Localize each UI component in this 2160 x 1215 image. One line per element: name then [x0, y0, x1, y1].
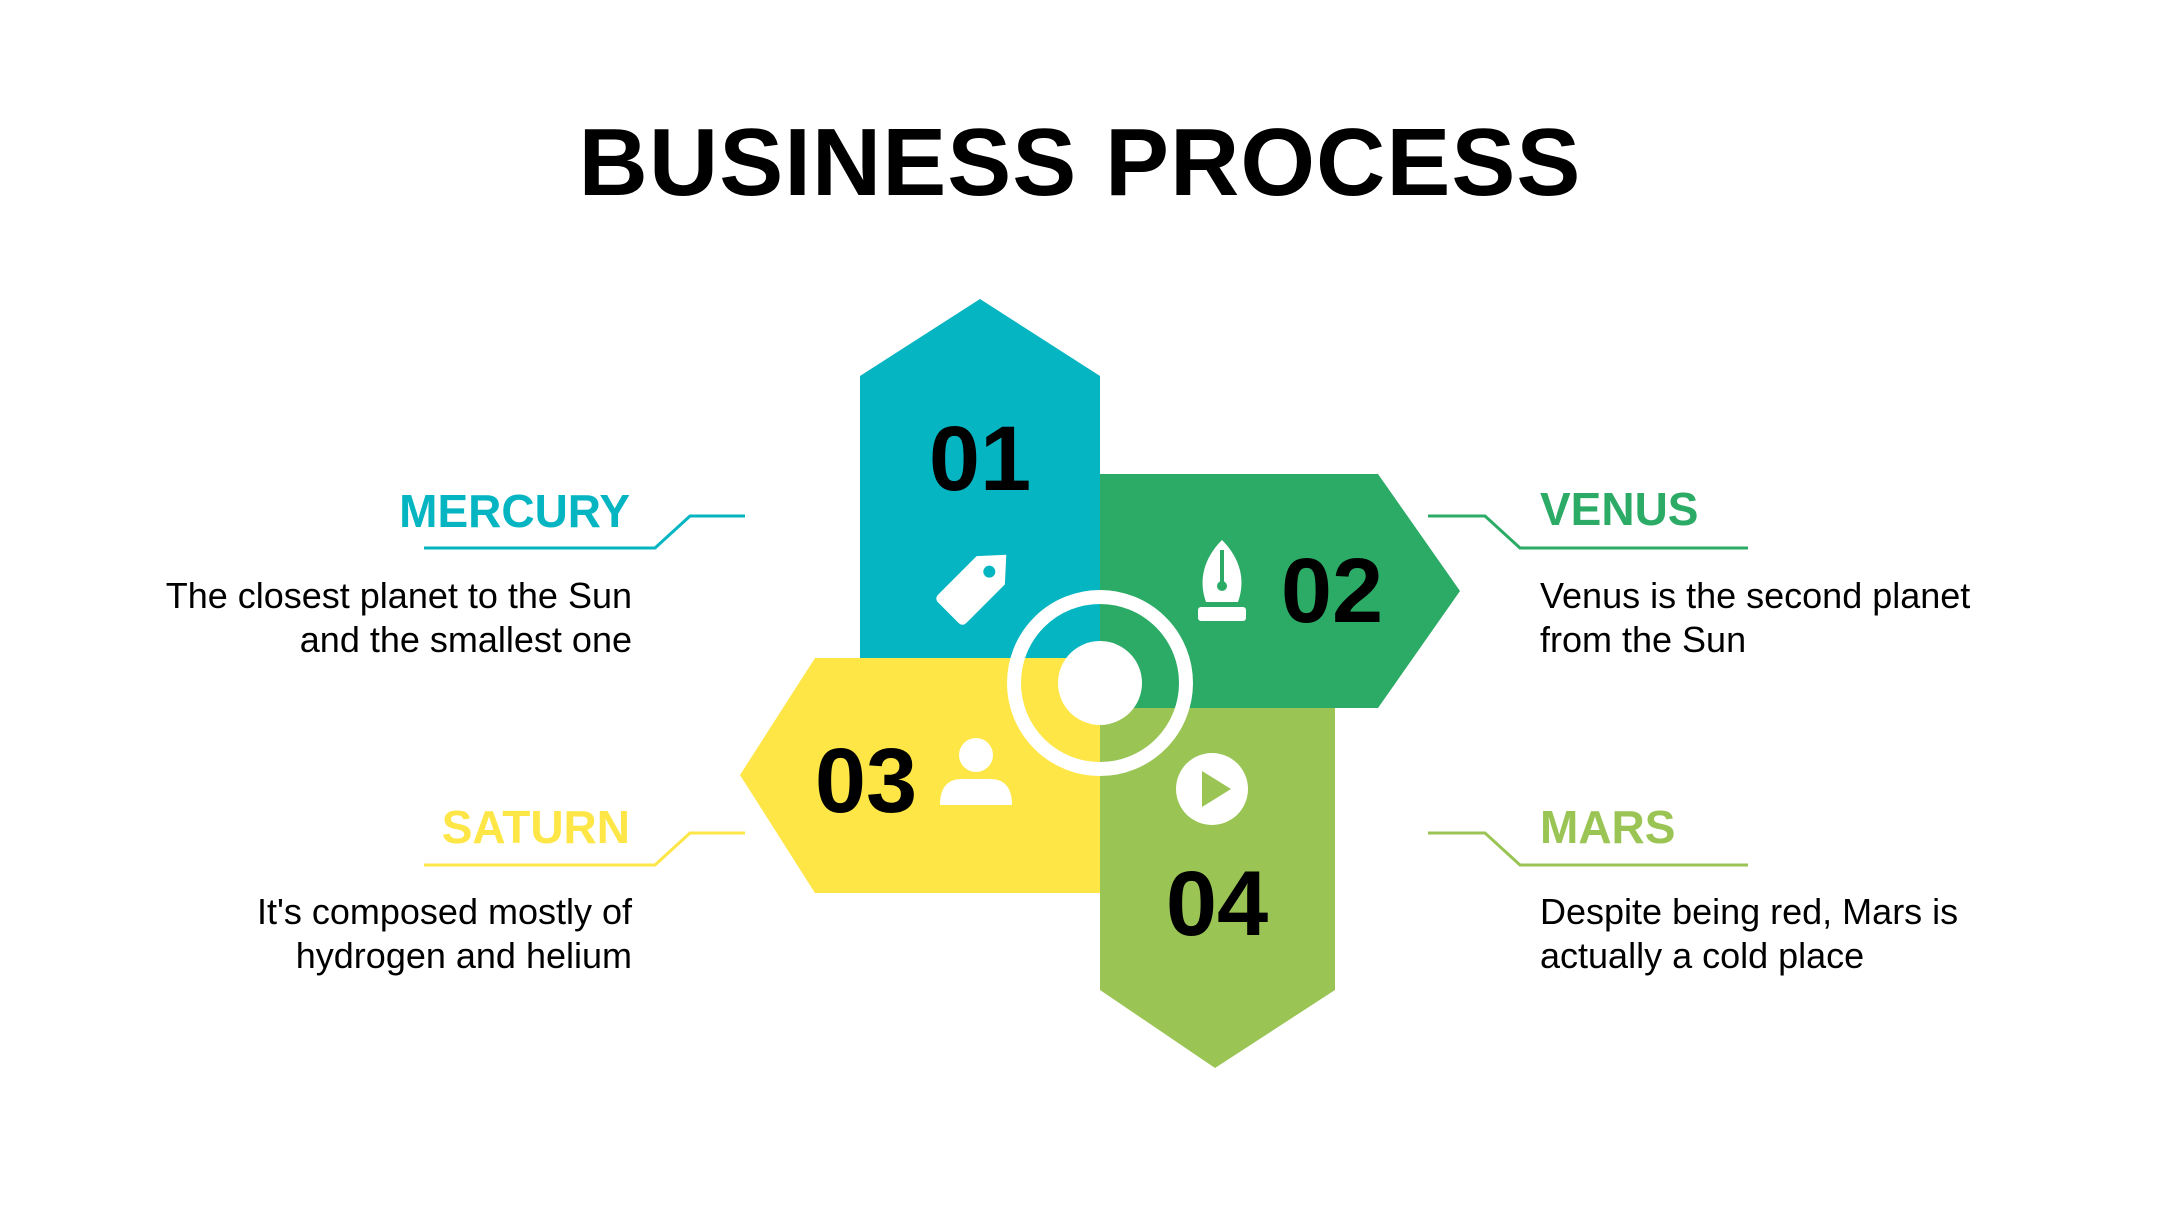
play-icon [1176, 753, 1248, 825]
mercury-description-line: and the smallest one [299, 619, 632, 660]
mercury-description: The closest planet to the Sun and the sm… [166, 574, 632, 662]
venus-label: VENUS [1540, 483, 1699, 535]
step-01-arrow [860, 299, 1100, 713]
mercury-connector [424, 514, 745, 550]
step-04-arrow [1100, 690, 1335, 1068]
tag-icon [936, 554, 1007, 625]
saturn-description-line: It's composed mostly of [256, 891, 632, 932]
mars-description-line: Despite being red, Mars is [1540, 891, 1959, 932]
saturn-description: It's composed mostly of hydrogen and hel… [257, 890, 632, 978]
mars-description-line: actually a cold place [1540, 935, 1865, 976]
step-02-number: 02 [1281, 540, 1383, 642]
page-title: BUSINESS PROCESS [578, 109, 1582, 216]
mars-label: MARS [1540, 801, 1676, 853]
user-icon [940, 738, 1012, 805]
step-03-number: 03 [815, 730, 917, 832]
pen-nib-icon [1198, 540, 1246, 621]
saturn-description-line: hydrogen and helium [295, 935, 632, 976]
step-01-number: 01 [929, 408, 1031, 510]
center-dot [1058, 641, 1142, 725]
saturn-label: SATURN [441, 801, 630, 853]
step-04-number: 04 [1166, 853, 1268, 955]
step-03-arrow [740, 658, 1100, 893]
mercury-description-line: The closest planet to the Sun [165, 575, 632, 616]
step-02-arrow [1100, 474, 1460, 708]
saturn-connector [424, 831, 745, 867]
mercury-label: MERCURY [399, 485, 630, 537]
venus-description: Venus is the second planet from the Sun [1540, 574, 1970, 662]
mars-description: Despite being red, Mars is actually a co… [1540, 890, 1958, 978]
mars-connector [1428, 831, 1748, 867]
venus-connector [1428, 514, 1748, 550]
venus-description-line: from the Sun [1540, 619, 1747, 660]
center-ring [1007, 590, 1193, 776]
venus-description-line: Venus is the second planet [1540, 575, 1971, 616]
